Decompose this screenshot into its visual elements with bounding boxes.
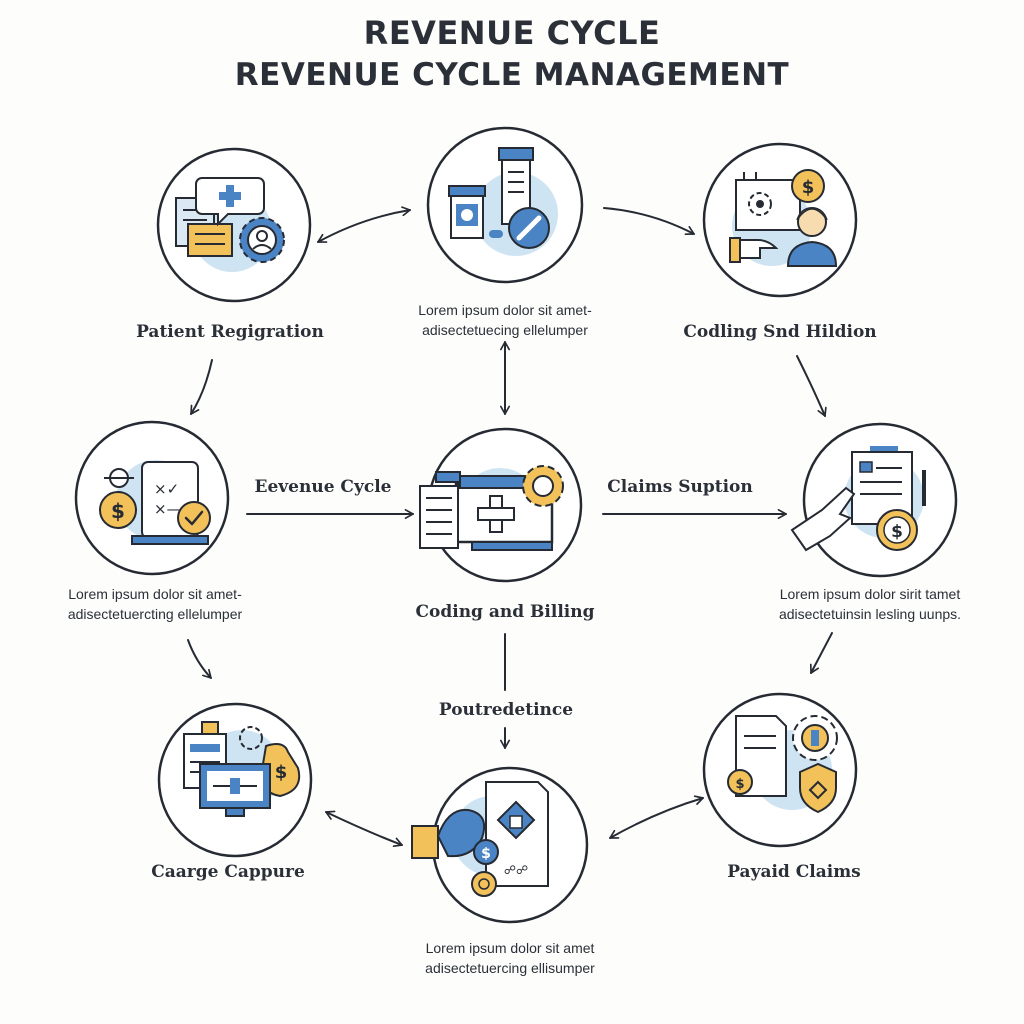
- paid-claims-label: Payaid Claims: [727, 862, 861, 882]
- node-charge-capture: $: [157, 702, 313, 858]
- post-adjudication-connector-label: Poutredetince: [438, 700, 574, 720]
- node-coding-billing: [419, 427, 583, 583]
- node-post-adjudication: $ ☍☍: [411, 766, 589, 924]
- claims-submission-connector-label: Claims Suption: [607, 477, 753, 497]
- description-line: adisectetuercing ellisumper: [425, 960, 595, 976]
- node-lab-medication: [426, 126, 584, 284]
- connector-claims-paid: [809, 632, 833, 674]
- lab-medication-description: Lorem ipsum dolor sit amet- adisectetuec…: [355, 300, 655, 340]
- revenue-cycle-connector-label: Eevenue Cycle: [254, 477, 392, 497]
- paid-claims-icon: $: [727, 715, 838, 814]
- diagram-subtitle: REVENUE CYCLE MANAGEMENT: [234, 57, 790, 93]
- coding-billing-label: Coding and Billing: [415, 602, 595, 622]
- description-line: adisectetuinsin lesling uunps.: [778, 606, 962, 622]
- connector-registration-lab: [317, 206, 411, 243]
- claims-submission-icon: $: [790, 446, 926, 552]
- billing-checklist-description: Lorem ipsum dolor sit amet- adisectetuer…: [10, 584, 300, 624]
- description-line: Lorem ipsum dolor sit amet-: [418, 302, 592, 318]
- svg-text:$: $: [111, 499, 125, 523]
- description-line: Lorem ipsum dolor sit amet-: [68, 586, 242, 602]
- coding-payment-label: Codling Snd Hildion: [683, 322, 877, 342]
- svg-text:☍☍: ☍☍: [504, 863, 528, 877]
- connector-post-paid: [609, 795, 704, 839]
- patient-registration-label: Patient Regigration: [136, 322, 324, 342]
- connector-lab-coding: [603, 207, 695, 236]
- post-adjudication-icon: $ ☍☍: [411, 781, 549, 897]
- connectors: [187, 206, 833, 848]
- description-line: Lorem ipsum dolor sit amet: [425, 940, 595, 956]
- svg-text:$: $: [891, 522, 903, 542]
- description-line: adisectetuecing ellelumper: [422, 322, 588, 338]
- connector-registration-billing: [190, 359, 213, 415]
- coding-billing-computer-icon: [419, 465, 564, 551]
- node-paid-claims: $: [702, 692, 858, 848]
- diagram-title: REVENUE CYCLE: [363, 14, 661, 52]
- node-claims-submission: $: [790, 422, 958, 578]
- charge-capture-label: Caarge Cappure: [151, 862, 305, 882]
- connector-billing-charge: [187, 639, 212, 679]
- connector-coding-claims: [796, 355, 827, 417]
- post-adjudication-description: Lorem ipsum dolor sit amet adisectetuerc…: [360, 938, 660, 978]
- patient-registration-icon: [175, 177, 285, 272]
- node-patient-registration: [156, 147, 312, 303]
- charge-capture-icon: $: [183, 721, 301, 817]
- svg-text:$: $: [275, 762, 288, 783]
- svg-text:×✓: ×✓: [154, 480, 179, 498]
- node-coding-payment: $: [702, 142, 858, 298]
- node-billing-checklist: ×✓ ×— $: [74, 420, 230, 576]
- svg-text:$: $: [481, 846, 491, 862]
- description-line: adisectetuercting ellelumper: [67, 606, 243, 622]
- description-line: Lorem ipsum dolor sirit tamet: [779, 586, 961, 602]
- svg-text:$: $: [802, 177, 815, 198]
- svg-text:$: $: [735, 777, 744, 792]
- claims-submission-description: Lorem ipsum dolor sirit tamet adisectetu…: [720, 584, 1020, 624]
- billing-checklist-icon: ×✓ ×— $: [99, 460, 211, 545]
- svg-text:×—: ×—: [154, 500, 182, 518]
- connector-charge-post: [325, 810, 403, 848]
- lab-medication-icon: [448, 147, 558, 256]
- coding-payment-icon: $: [729, 169, 838, 267]
